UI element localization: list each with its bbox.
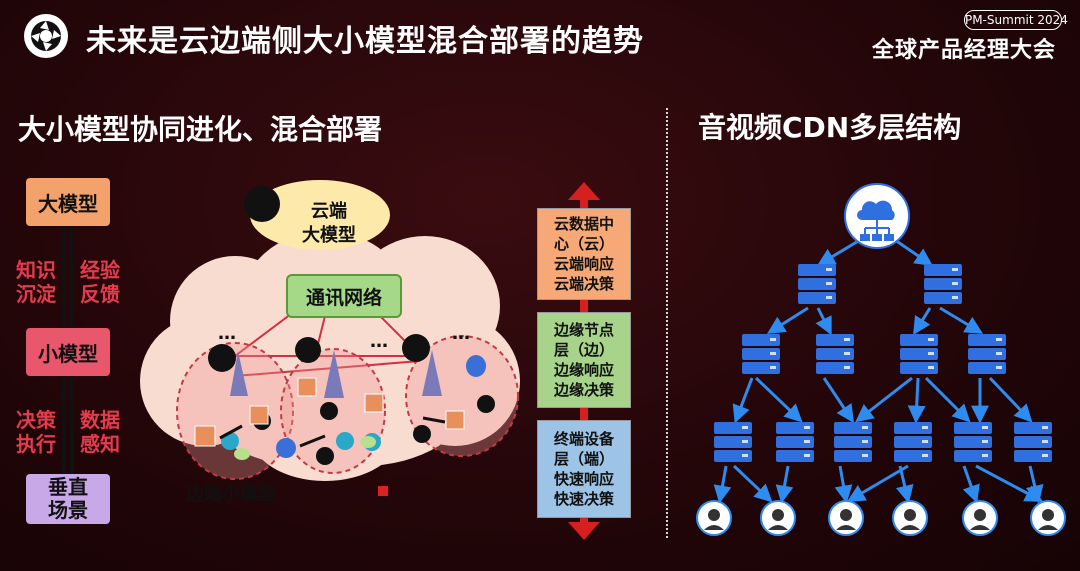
page-title: 未来是云边端侧大小模型混合部署的趋势: [86, 24, 644, 59]
right-section-title: 音视频CDN多层结构: [698, 111, 962, 144]
section-divider: [666, 108, 668, 538]
event-badge: PM-Summit 2024: [964, 10, 1068, 30]
ellipsis-2: …: [370, 331, 388, 352]
small-model-box: 小模型: [26, 328, 110, 376]
terminal-layer-box: 终端设备 层（端） 快速响应 快速决策: [537, 420, 631, 518]
vertical-scene-line2: 场景: [48, 498, 88, 522]
ellipsis-3: …: [452, 323, 470, 344]
brain-heads: [208, 186, 495, 465]
left-section-title: 大小模型协同进化、混合部署: [18, 113, 383, 146]
summit-logo: [24, 14, 68, 58]
vertical-scene-box: 垂直 场景: [26, 474, 110, 524]
large-model-box: 大模型: [26, 178, 110, 226]
cloud-network-graphic: [176, 186, 519, 496]
cloud-large-model-label: 云端 大模型: [302, 201, 356, 246]
server-tier-2: [742, 334, 1006, 374]
summit-name: 全球产品经理大会: [872, 38, 1057, 63]
knowledge-label: 知识沉淀: [16, 258, 56, 306]
cdn-tree-diagram: [696, 183, 1066, 536]
origin-server-icon: [844, 183, 910, 249]
aperture-icon: [31, 21, 61, 51]
server-tier-1: [798, 264, 962, 304]
connector-line-lower-right: [70, 376, 74, 474]
vertical-scene-line1: 垂直: [48, 475, 88, 499]
connector-line-lower-left: [62, 376, 66, 474]
user-icons: [696, 500, 1066, 536]
server-tier-3: [714, 422, 1052, 462]
experience-label: 经验反馈: [80, 258, 120, 306]
data-perception-label: 数据感知: [80, 408, 120, 456]
decision-label: 决策执行: [16, 408, 56, 456]
connector-line-upper-left: [62, 226, 66, 328]
connector-line-upper-right: [70, 226, 74, 328]
local-links: [219, 416, 446, 448]
cdn-links: [713, 238, 1044, 504]
edge-layer-box: 边缘节点 层（边） 边缘响应 边缘决策: [537, 312, 631, 408]
network-box: 通讯网络: [286, 274, 402, 318]
ellipsis-1: …: [218, 323, 236, 344]
edge-model-label: 边端小模型: [186, 484, 276, 505]
device-icons: [194, 350, 486, 496]
cloud-layer-box: 云数据中 心（云） 云端响应 云端决策: [537, 208, 631, 300]
